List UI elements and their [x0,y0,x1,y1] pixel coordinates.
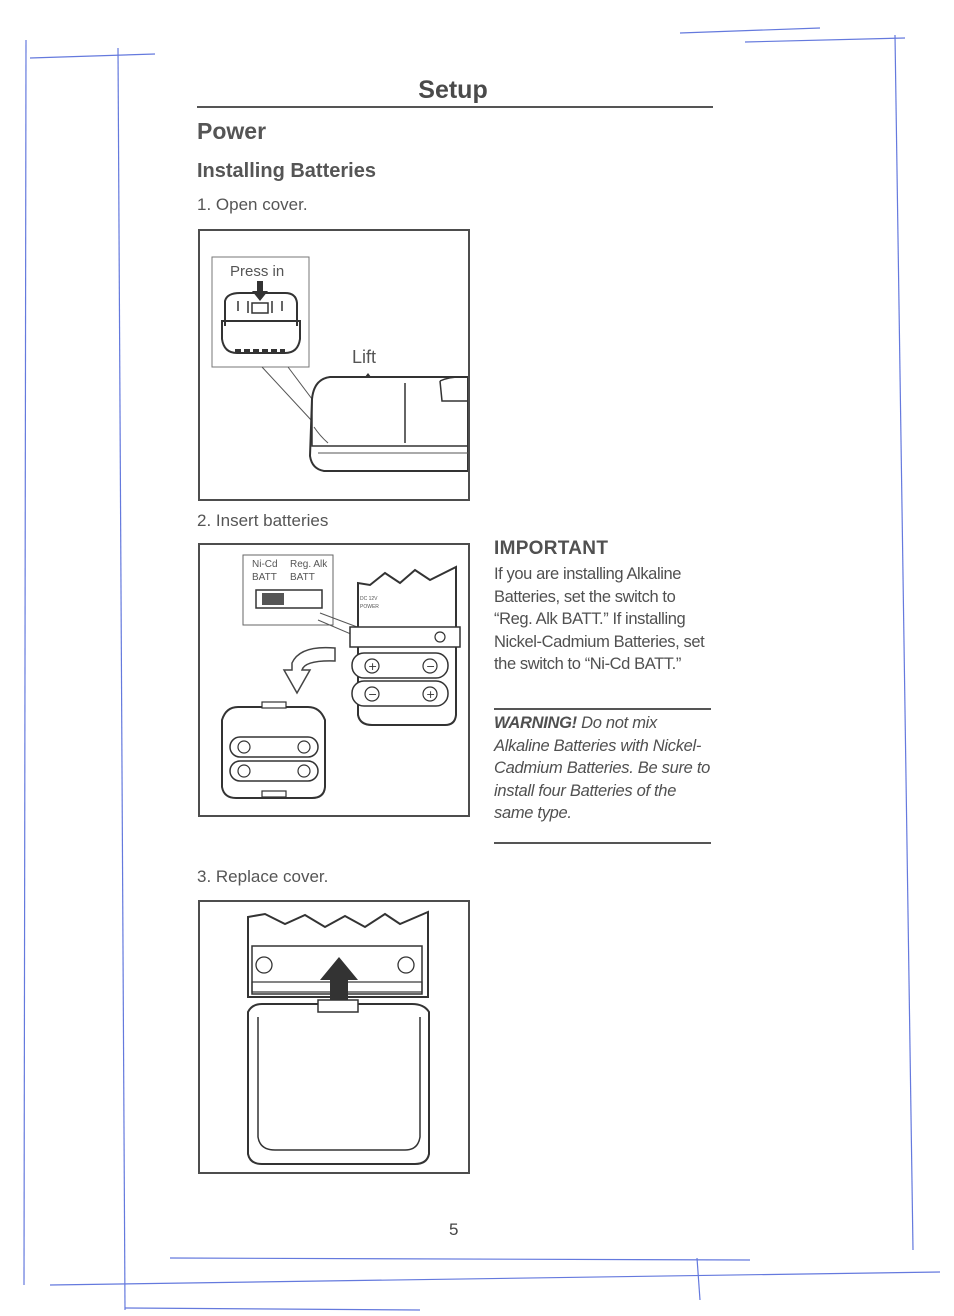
switch-regalk-batt-label: BATT [290,572,315,583]
important-body: If you are installing Alkaline Batteries… [494,565,705,673]
warning-label: WARNING! [494,714,577,732]
svg-text:−: − [426,660,435,673]
slide-up-arrow-icon [320,957,358,1000]
step-2-label: 2. Insert batteries [197,511,329,530]
svg-text:+: + [368,660,377,673]
insert-curved-arrow-icon [282,646,336,695]
switch-nicd-batt-label: BATT [252,572,277,583]
figure-replace-cover [198,900,470,1174]
important-heading: IMPORTANT [494,538,609,559]
power-jack-label: POWER [360,604,379,610]
step-3-label: 3. Replace cover. [197,867,329,886]
press-in-label: Press in [230,263,284,280]
warning-text: Do not mix Alkaline Batteries with Nicke… [494,714,710,822]
warning-note: WARNING! Do not mix Alkaline Batteries w… [494,708,711,844]
page-title-text: Setup [418,76,488,104]
switch-nicd-label: Ni-Cd [252,559,278,570]
svg-text:−: − [368,688,377,701]
lift-label: Lift [352,347,376,367]
battery-type-switch-icon [262,593,284,605]
dc-jack-label: DC 12V [360,596,378,602]
open-cover-illustration: Press in Lift [211,256,468,472]
page-title: Setup [197,76,713,108]
press-down-arrow-icon [252,281,268,301]
section-title: Power [197,118,267,144]
subsection-title: Installing Batteries [197,160,376,182]
page-number: 5 [449,1220,459,1239]
svg-text:+: + [426,688,435,701]
important-note: IMPORTANT If you are installing Alkaline… [494,538,711,676]
figure-insert-batteries: Ni-Cd BATT Reg. Alk BATT DC 12V POWER + … [198,543,470,817]
step-1-label: 1. Open cover. [197,195,308,214]
figure-open-cover: Press in Lift [198,229,470,501]
switch-regalk-label: Reg. Alk [290,559,328,570]
replace-cover-illustration [247,910,430,1165]
insert-batteries-illustration: Ni-Cd BATT Reg. Alk BATT DC 12V POWER + … [221,554,461,799]
